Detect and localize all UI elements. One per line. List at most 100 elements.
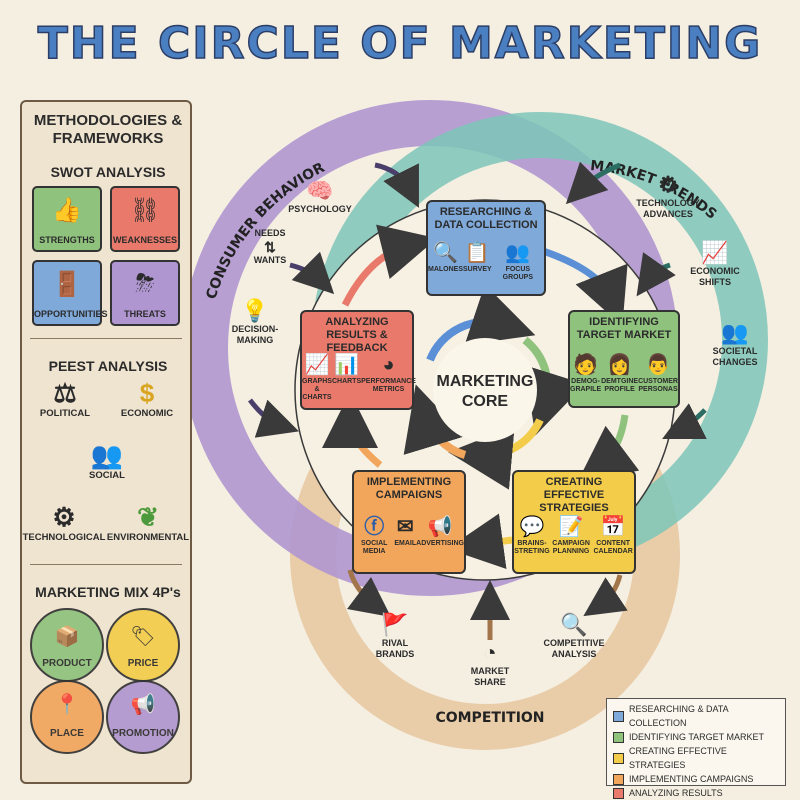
strengths-label: STRENGTHS xyxy=(39,235,95,245)
person-icon: 👩 xyxy=(607,354,633,376)
person-icon: 👨 xyxy=(645,354,671,376)
pest-technological: ⚙ TECHNOLOGICAL xyxy=(22,502,106,543)
legend-label: RESEARCHING & DATA COLLECTION xyxy=(629,704,729,728)
megaphone-icon: 📢 xyxy=(427,516,453,538)
swot-threats: ⛈ THREATS xyxy=(110,260,180,326)
technology-advances-label: TECHNOLOGY ADVANCES xyxy=(636,198,700,219)
identify-title: IDENTIFYING TARGET MARKET xyxy=(576,316,672,341)
legend-item: CREATING EFFECTIVE STRATEGIES xyxy=(613,744,779,772)
lightbulb-icon: 💡 xyxy=(241,298,269,323)
mix-place: 📍 PLACE xyxy=(30,680,104,754)
identify-box: IDENTIFYING TARGET MARKET 🧑 DEMOG-GRAPILE… xyxy=(568,310,680,408)
identify-item-label: CUSTOMER PERSONAS xyxy=(638,378,678,393)
pie-chart-icon: ◕ xyxy=(382,354,395,376)
gears-icon: ⚙ xyxy=(658,172,678,197)
legend-label: ANALYZING RESULTS xyxy=(629,788,723,798)
needs-item: NEEDS⇅WANTS xyxy=(245,228,295,266)
economic-shifts-item: 📈ECONOMIC SHIFTS xyxy=(680,240,750,288)
research-box: RESEARCHING & DATA COLLECTION 🔍MALONES 📋… xyxy=(426,200,546,296)
analyzing-item-label: GRAPHS & CHARTS xyxy=(302,378,332,401)
person-icon: 🧑 xyxy=(573,354,598,376)
legend: RESEARCHING & DATA COLLECTION IDENTIFYIN… xyxy=(606,698,786,799)
map-pin-icon: 📍 xyxy=(54,694,80,716)
strategies-item-label: CAMPAIGN PLANNING xyxy=(552,540,590,555)
analyzing-item: 📈GRAPHS & CHARTS xyxy=(302,352,332,402)
analyzing-box: ANALYZING RESULTS & FEEDBACK 📈GRAPHS & C… xyxy=(300,310,416,410)
arrows-icon: ⇅ xyxy=(264,239,276,255)
identify-item-label: DEMTGINE PROFILE xyxy=(601,378,639,393)
mix-promotion: 📢 PROMOTION xyxy=(106,680,180,754)
product-label: PRODUCT xyxy=(42,658,92,669)
research-item-label: FOCUS GROUPS xyxy=(502,266,533,281)
campaigns-item-label: ADVERTISING xyxy=(416,540,464,547)
checklist-icon: 📝 xyxy=(558,516,584,538)
gavel-icon: ⚖ xyxy=(53,378,77,408)
campaigns-item-label: SOCIAL MEDIA xyxy=(360,540,388,555)
opportunities-label: OPPORTUNITIES xyxy=(34,309,108,319)
identify-item-label: DEMOG-GRAPILE xyxy=(570,378,602,393)
leaf-icon: ❦ xyxy=(137,502,159,532)
decision-making-label: DECISION-MAKING xyxy=(231,324,279,345)
competitive-analysis-item: 🔍COMPETITIVE ANALYSIS xyxy=(532,612,616,660)
pest-political: ⚖ POLITICAL xyxy=(30,378,100,419)
research-item: 👥FOCUS GROUPS xyxy=(492,240,544,282)
strategies-title: CREATING EFFECTIVE STRATEGIES xyxy=(539,476,609,514)
market-share-item: ◔MARKET SHARE xyxy=(455,640,525,688)
magnifier-person-icon: 🔍 xyxy=(560,612,588,637)
bar-chart-icon: 📊 xyxy=(334,354,359,376)
growth-chart-icon: 📈 xyxy=(701,240,729,265)
strategies-box: CREATING EFFECTIVE STRATEGIES 💬BRAINS-ST… xyxy=(512,470,636,574)
campaigns-item-label: EMAIL xyxy=(394,540,417,547)
legend-label: IMPLEMENTING CAMPAIGNS xyxy=(629,774,754,784)
pest-heading: PEEST ANALYSIS xyxy=(48,358,168,374)
strategies-item: 📅 CONTENT CALENDAR xyxy=(592,514,634,556)
analyzing-item-label: CHARTS xyxy=(331,378,362,385)
research-title: RESEARCHING & DATA COLLECTION xyxy=(434,206,538,231)
social-label: SOCIAL xyxy=(89,470,125,481)
legend-item: IMPLEMENTING CAMPAIGNS xyxy=(613,772,779,786)
weaknesses-label: WEAKNESSES xyxy=(112,235,177,245)
place-label: PLACE xyxy=(50,728,84,739)
swot-opportunities: 🚪 OPPORTUNITIES xyxy=(32,260,108,326)
pest-environmental: ❦ ENVIRONMENTAL xyxy=(106,502,190,543)
line-chart-icon: 📈 xyxy=(304,354,330,376)
decision-making-item: 💡DECISION-MAKING xyxy=(222,298,288,346)
calendar-icon: 📅 xyxy=(600,516,626,538)
economic-label: ECONOMIC xyxy=(120,408,174,419)
competition-label: COMPETITION xyxy=(435,710,544,726)
campaigns-item: ✉EMAIL xyxy=(394,514,416,556)
environmental-label: ENVIRONMENTAL xyxy=(106,532,190,543)
clipboard-icon: 📋 xyxy=(464,242,490,264)
people-icon: 👥 xyxy=(721,320,749,345)
societal-changes-item: 👥SOCIETAL CHANGES xyxy=(700,320,770,368)
facebook-icon: ⓕ xyxy=(364,516,385,538)
technological-label: TECHNOLOGICAL xyxy=(22,532,106,543)
rival-brands-label: RIVAL BRANDS xyxy=(375,638,415,659)
strategies-item-label: CONTENT CALENDAR xyxy=(593,540,633,555)
broken-chain-icon: ⛓ xyxy=(129,197,161,224)
political-label: POLITICAL xyxy=(39,408,91,419)
identify-item: 🧑 DEMOG-GRAPILE xyxy=(570,352,601,394)
economic-shifts-label: ECONOMIC SHIFTS xyxy=(690,266,740,287)
gear-icon: ⚙ xyxy=(52,502,76,532)
legend-item: RESEARCHING & DATA COLLECTION xyxy=(613,702,779,730)
legend-item: IDENTIFYING TARGET MARKET xyxy=(613,730,779,744)
pest-social: 👥 SOCIAL xyxy=(72,440,142,481)
strategies-item: 💬BRAINS-STRETING xyxy=(514,514,550,556)
identify-item: 👨 CUSTOMER PERSONAS xyxy=(638,352,678,394)
technology-advances-item: ⚙TECHNOLOGY ADVANCES xyxy=(628,172,708,220)
legend-label: CREATING EFFECTIVE STRATEGIES xyxy=(629,746,727,770)
research-item-label: MALONES xyxy=(428,266,463,273)
dollar-coin-icon: $ xyxy=(139,378,155,408)
pest-economic: $ ECONOMIC xyxy=(112,378,182,419)
pie-chart-icon: ◔ xyxy=(483,640,497,665)
research-item: 🔍MALONES xyxy=(428,240,463,282)
marketing-core: MARKETING CORE xyxy=(436,373,534,410)
analyzing-item-label: PERFORMANCE METRICS xyxy=(361,378,416,393)
competitive-analysis-label: COMPETITIVE ANALYSIS xyxy=(543,638,605,659)
promotion-label: PROMOTION xyxy=(112,728,174,739)
threats-label: THREATS xyxy=(124,309,166,319)
price-label: PRICE xyxy=(127,658,159,669)
flags-icon: 🚩 xyxy=(381,612,409,637)
